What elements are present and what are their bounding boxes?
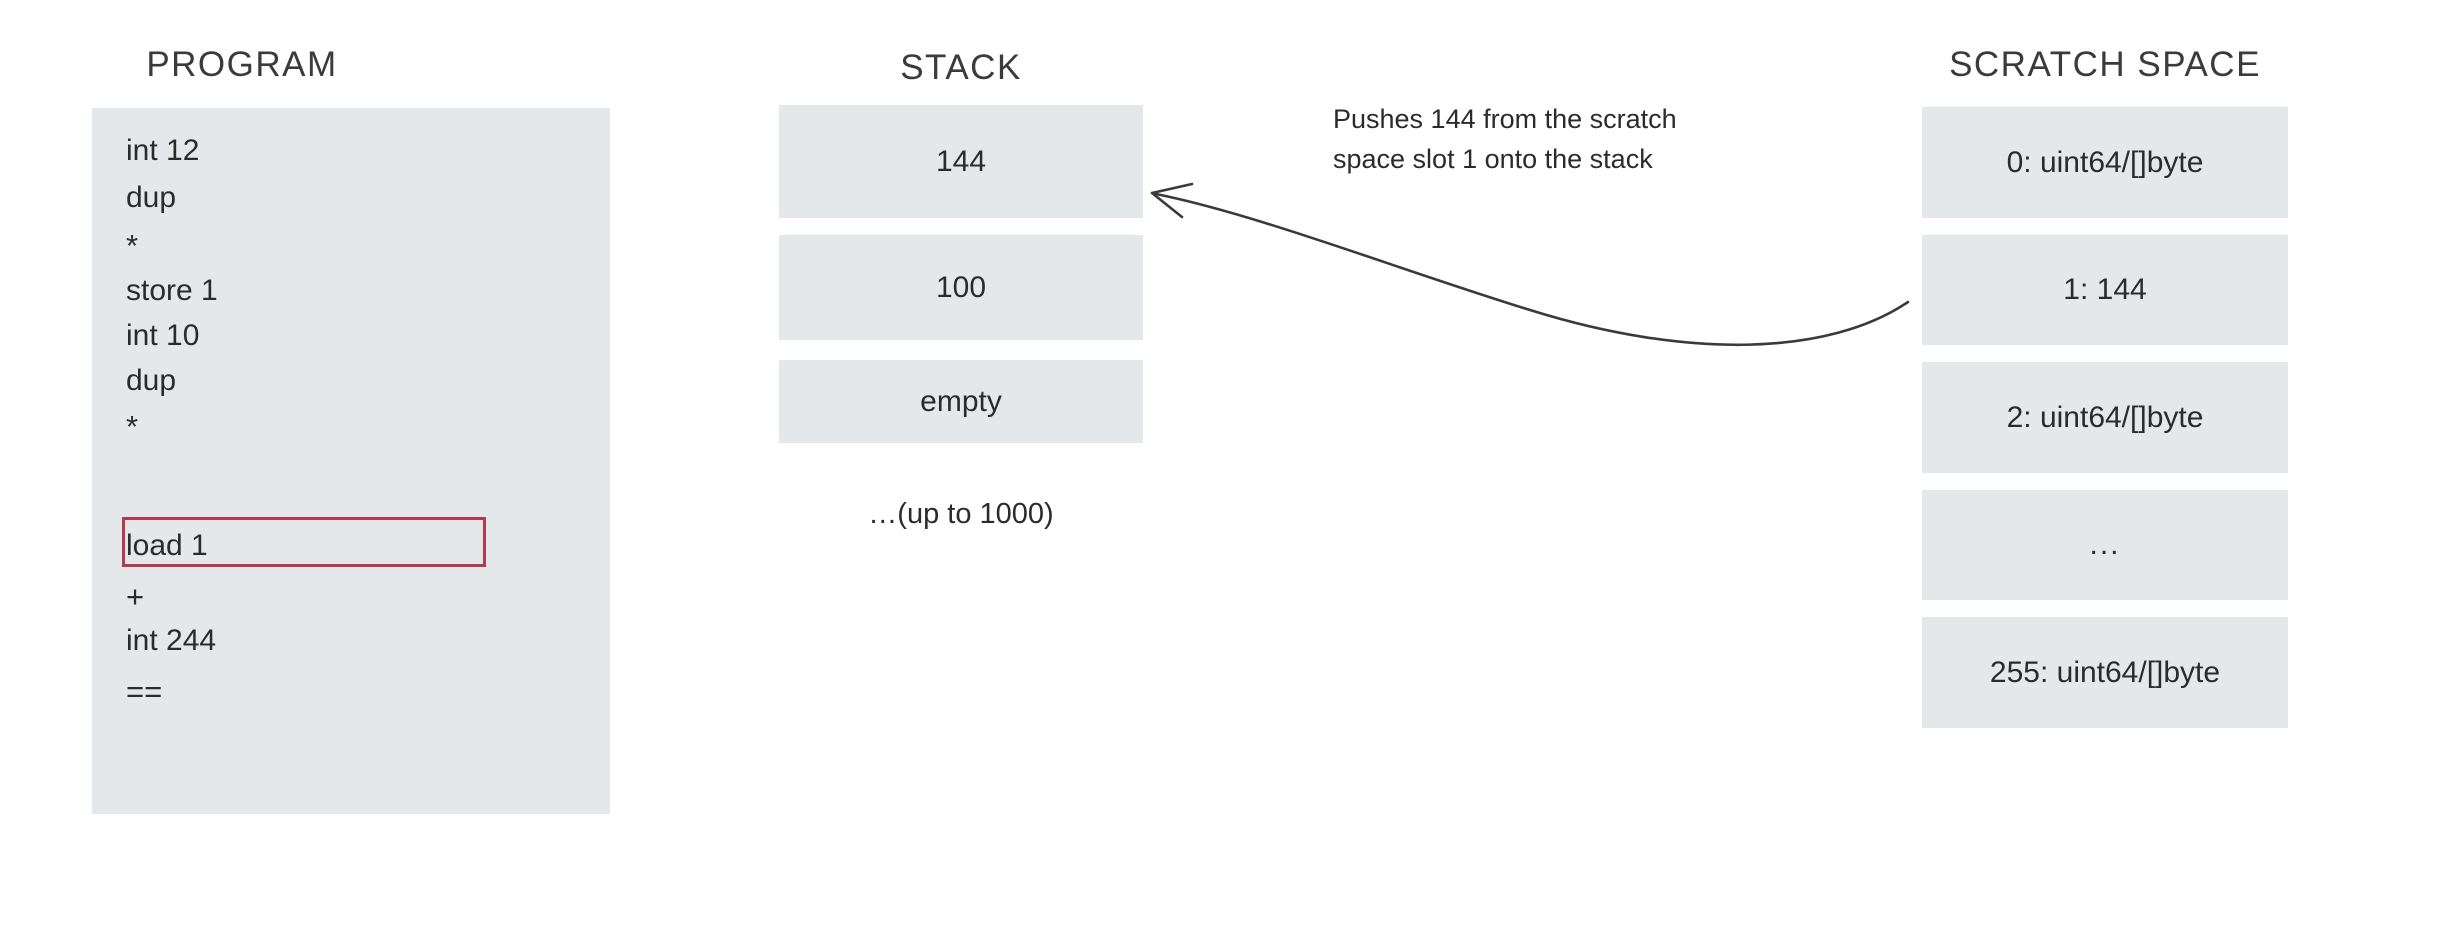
stack-slot-value: empty: [920, 384, 1002, 418]
program-line-5: dup: [126, 364, 177, 397]
scratch-slot-value: 1: 144: [2063, 273, 2147, 306]
scratch-slot: 2: uint64/[]byte: [1922, 362, 2288, 473]
scratch-slot-value: 0: uint64/[]byte: [2006, 145, 2204, 179]
program-line-6: *: [126, 409, 139, 444]
scratch-slot: 1: 144: [1922, 235, 2288, 345]
stack-slot-value: 144: [935, 144, 987, 178]
stack-capacity-note: …(up to 1000): [868, 498, 1054, 530]
scratch-space-column-title: SCRATCH SPACE: [1949, 45, 2261, 84]
program-line-10: ==: [126, 674, 163, 709]
annotation-text: Pushes 144 from the scratch space slot 1…: [1333, 99, 1793, 179]
scratch-slot: ...: [1922, 490, 2288, 600]
annotation-arrow-icon: [1150, 182, 1910, 347]
scratch-slot: 255: uint64/[]byte: [1922, 617, 2288, 728]
program-column-title: PROGRAM: [146, 45, 338, 84]
stack-slot: 100: [779, 235, 1143, 340]
program-line-9: int 244: [126, 624, 217, 657]
scratch-slot-value: 2: uint64/[]byte: [2006, 400, 2204, 434]
program-line-4: int 10: [126, 319, 200, 352]
current-instruction-highlight: [122, 517, 486, 567]
program-panel: int 12 dup * store 1 int 10 dup * load 1…: [92, 108, 610, 814]
scratch-slot-value: ...: [2089, 528, 2121, 561]
scratch-slot: 0: uint64/[]byte: [1922, 107, 2288, 218]
scratch-slot-value: 255: uint64/[]byte: [1989, 655, 2221, 689]
program-line-7: load 1: [126, 529, 208, 562]
stack-slot: 144: [779, 105, 1143, 218]
annotation-line-2: space slot 1 onto the stack: [1333, 144, 1653, 174]
stack-slot: empty: [779, 360, 1143, 443]
stack-column-title: STACK: [900, 48, 1022, 87]
program-line-3: store 1: [126, 274, 218, 307]
program-line-0: int 12: [126, 134, 200, 167]
program-line-2: *: [126, 228, 139, 263]
annotation-line-1: Pushes 144 from the scratch: [1333, 104, 1677, 134]
stack-slot-value: 100: [935, 270, 987, 304]
program-line-8: +: [126, 579, 145, 614]
program-line-1: dup: [126, 181, 177, 214]
